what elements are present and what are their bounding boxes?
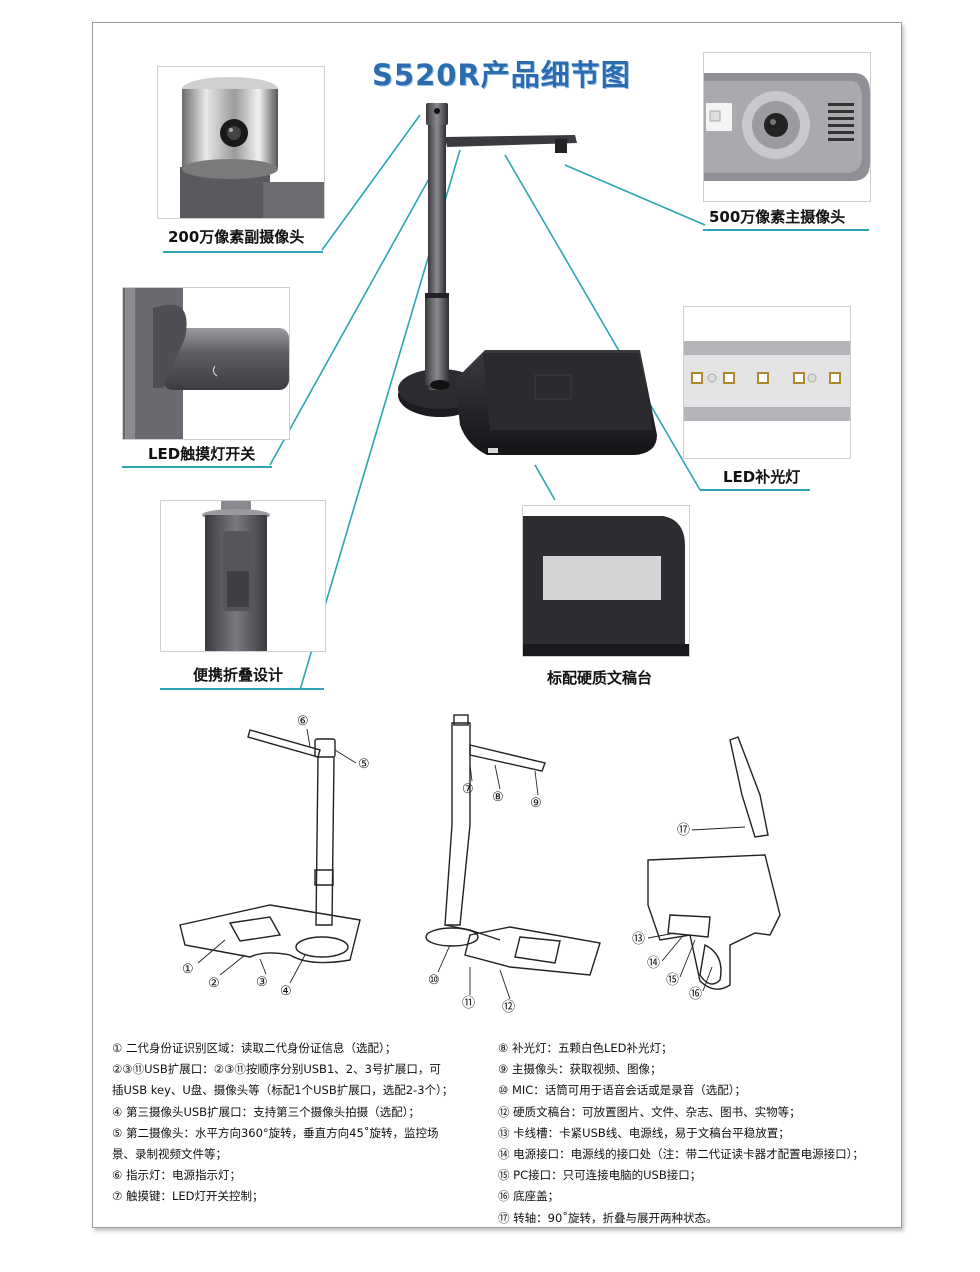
diagram-label: ④	[280, 984, 292, 999]
doc-platform-photo	[522, 505, 690, 657]
caption-fill-light: LED补光灯	[723, 468, 801, 486]
diagram-label: ⑩	[428, 973, 440, 988]
caption-underline	[122, 466, 272, 468]
diagram-label: ①	[182, 962, 194, 977]
caption-folding: 便携折叠设计	[193, 666, 284, 684]
main-camera-photo	[703, 52, 871, 202]
caption-sub-camera: 200万像素副摄像头	[168, 228, 305, 246]
note-line: ⑤ 第二摄像头：水平方向360°旋转，垂直方向45˚旋转，监控场	[112, 1125, 439, 1140]
main-camera-image	[704, 53, 870, 201]
note-line: 景、录制视频文件等；	[112, 1147, 227, 1162]
note-line: ⑰ 转轴：90˚旋转，折叠与展开两种状态。	[498, 1210, 718, 1225]
touch-switch-photo	[122, 287, 290, 440]
caption-main-camera: 500万像素主摄像头	[709, 208, 846, 226]
note-line: ① 二代身份证识别区域：读取二代身份证信息（选配）；	[112, 1041, 397, 1055]
product-main-image	[398, 103, 657, 455]
diagram-label: ⑮	[666, 973, 679, 988]
diagram-label: ⑰	[677, 823, 690, 838]
sub-camera-photo	[157, 66, 325, 219]
caption-underline	[160, 688, 324, 690]
fill-light-photo	[683, 306, 851, 459]
diagram-label: ⑨	[530, 796, 542, 811]
diagram-label: ⑭	[647, 956, 660, 971]
diagram-label: ⑥	[297, 714, 309, 729]
note-line: ⑯ 底座盖；	[498, 1189, 560, 1204]
note-line: ⑩ MIC：话筒可用于语音会话或是录音（选配）；	[498, 1083, 747, 1098]
diagram-label: ⑦	[462, 782, 474, 797]
caption-doc-platform: 标配硬质文稿台	[547, 669, 653, 687]
fill-light-image	[684, 307, 850, 458]
note-line: ⑨ 主摄像头：获取视频、图像；	[498, 1062, 662, 1077]
note-line: ⑫ 硬质文稿台：可放置图片、文件、杂志、图书、实物等；	[498, 1104, 801, 1119]
diagram-label: ⑫	[502, 1000, 515, 1015]
caption-underline	[700, 489, 810, 491]
note-line: ⑮ PC接口：只可连接电脑的USB接口；	[498, 1168, 702, 1183]
sub-camera-image	[180, 77, 324, 218]
diagram-label: ②	[208, 976, 220, 991]
caption-touch-switch: LED触摸灯开关	[148, 445, 256, 463]
notes-right: ⑧ 补光灯：五颗白色LED补光灯； ⑨ 主摄像头：获取视频、图像； ⑩ MIC：…	[498, 1038, 864, 1229]
note-line: ⑥ 指示灯：电源指示灯；	[112, 1168, 241, 1183]
doc-platform-image	[523, 506, 689, 656]
diagram-label: ⑪	[462, 996, 475, 1011]
folding-photo	[160, 500, 326, 652]
note-line: 插USB key、U盘、摄像头等（标配1个USB扩展口，选配2-3个）；	[112, 1083, 454, 1098]
touch-switch-image	[123, 288, 289, 439]
note-line: ⑧ 补光灯：五颗白色LED补光灯；	[498, 1041, 673, 1055]
note-line: ⑬ 卡线槽：卡紧USB线、电源线，易于文稿台平稳放置；	[498, 1125, 790, 1140]
diagram-label: ⑯	[689, 987, 702, 1002]
note-line: ⑦ 触摸键：LED灯开关控制；	[112, 1189, 264, 1204]
diagram-label: ⑬	[632, 932, 645, 947]
caption-underline	[703, 229, 869, 231]
note-line: ②③⑪USB扩展口：②③⑪按顺序分别USB1、2、3号扩展口，可	[112, 1062, 441, 1077]
page-title: S520R产品细节图	[372, 58, 631, 92]
folding-image	[161, 501, 325, 651]
note-line: ④ 第三摄像头USB扩展口：支持第三个摄像头拍摄（选配）；	[112, 1104, 420, 1119]
diagram-label: ⑧	[492, 790, 504, 805]
note-line: ⑭ 电源接口：电源线的接口处（注：带二代证读卡器才配置电源接口）；	[498, 1147, 864, 1162]
diagram-label: ⑤	[358, 757, 370, 772]
caption-underline	[163, 251, 323, 253]
labeled-line-diagrams: ⑥ ⑤ ① ② ③ ④ ⑦ ⑧ ⑨ ⑩ ⑪ ⑫ ⑰ ⑬ ⑭ ⑮ ⑯	[179, 714, 781, 1015]
notes-left: ① 二代身份证识别区域：读取二代身份证信息（选配）； ②③⑪USB扩展口：②③⑪…	[112, 1038, 453, 1208]
diagram-label: ③	[256, 975, 268, 990]
